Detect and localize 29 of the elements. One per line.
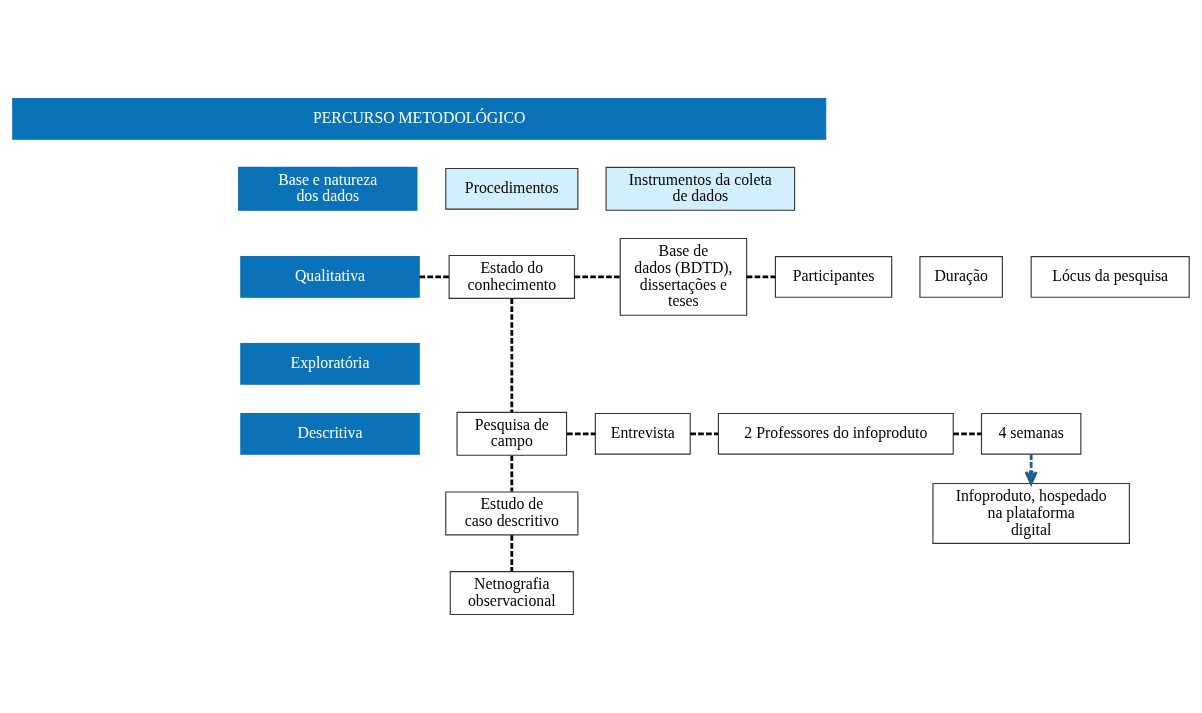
node-box: Netnografia observacional [449, 571, 574, 616]
connector [953, 432, 982, 436]
node-box: Procedimentos [445, 167, 579, 210]
node-box: Pesquisa de campo [456, 411, 568, 456]
node-box: Estudo de caso descritivo [445, 491, 579, 536]
node-box: 2 Professores do infoproduto [717, 412, 954, 455]
connector [510, 298, 514, 413]
node-box: 4 semanas [980, 412, 1082, 455]
node-box: Estado do conhecimento [448, 254, 576, 299]
node-box: Descritiva [240, 412, 420, 455]
node-box: Participantes [774, 256, 893, 298]
node-box: Duração [919, 256, 1003, 298]
node-box: Entrevista [594, 412, 691, 455]
connector [510, 455, 514, 492]
node-box: Infoproduto, hospedado na plataforma digital [932, 482, 1130, 544]
node-box: Qualitativa [240, 256, 420, 298]
node-box: Base e natureza dos dados [238, 166, 418, 211]
connector [690, 432, 719, 436]
node-box: Instrumentos da coleta de dados [605, 166, 796, 211]
node-box: Base de dados (BDTD), dissertações e teses [619, 237, 748, 316]
connector [419, 275, 450, 279]
connector [567, 432, 596, 436]
connector [574, 275, 620, 279]
node-box: Lócus da pesquisa [1030, 256, 1190, 298]
connector [746, 275, 776, 279]
node-box: PERCURSO METODOLÓGICO [12, 97, 827, 140]
node-box: Exploratória [240, 342, 420, 385]
connector [510, 535, 514, 572]
arrow [1024, 454, 1038, 485]
